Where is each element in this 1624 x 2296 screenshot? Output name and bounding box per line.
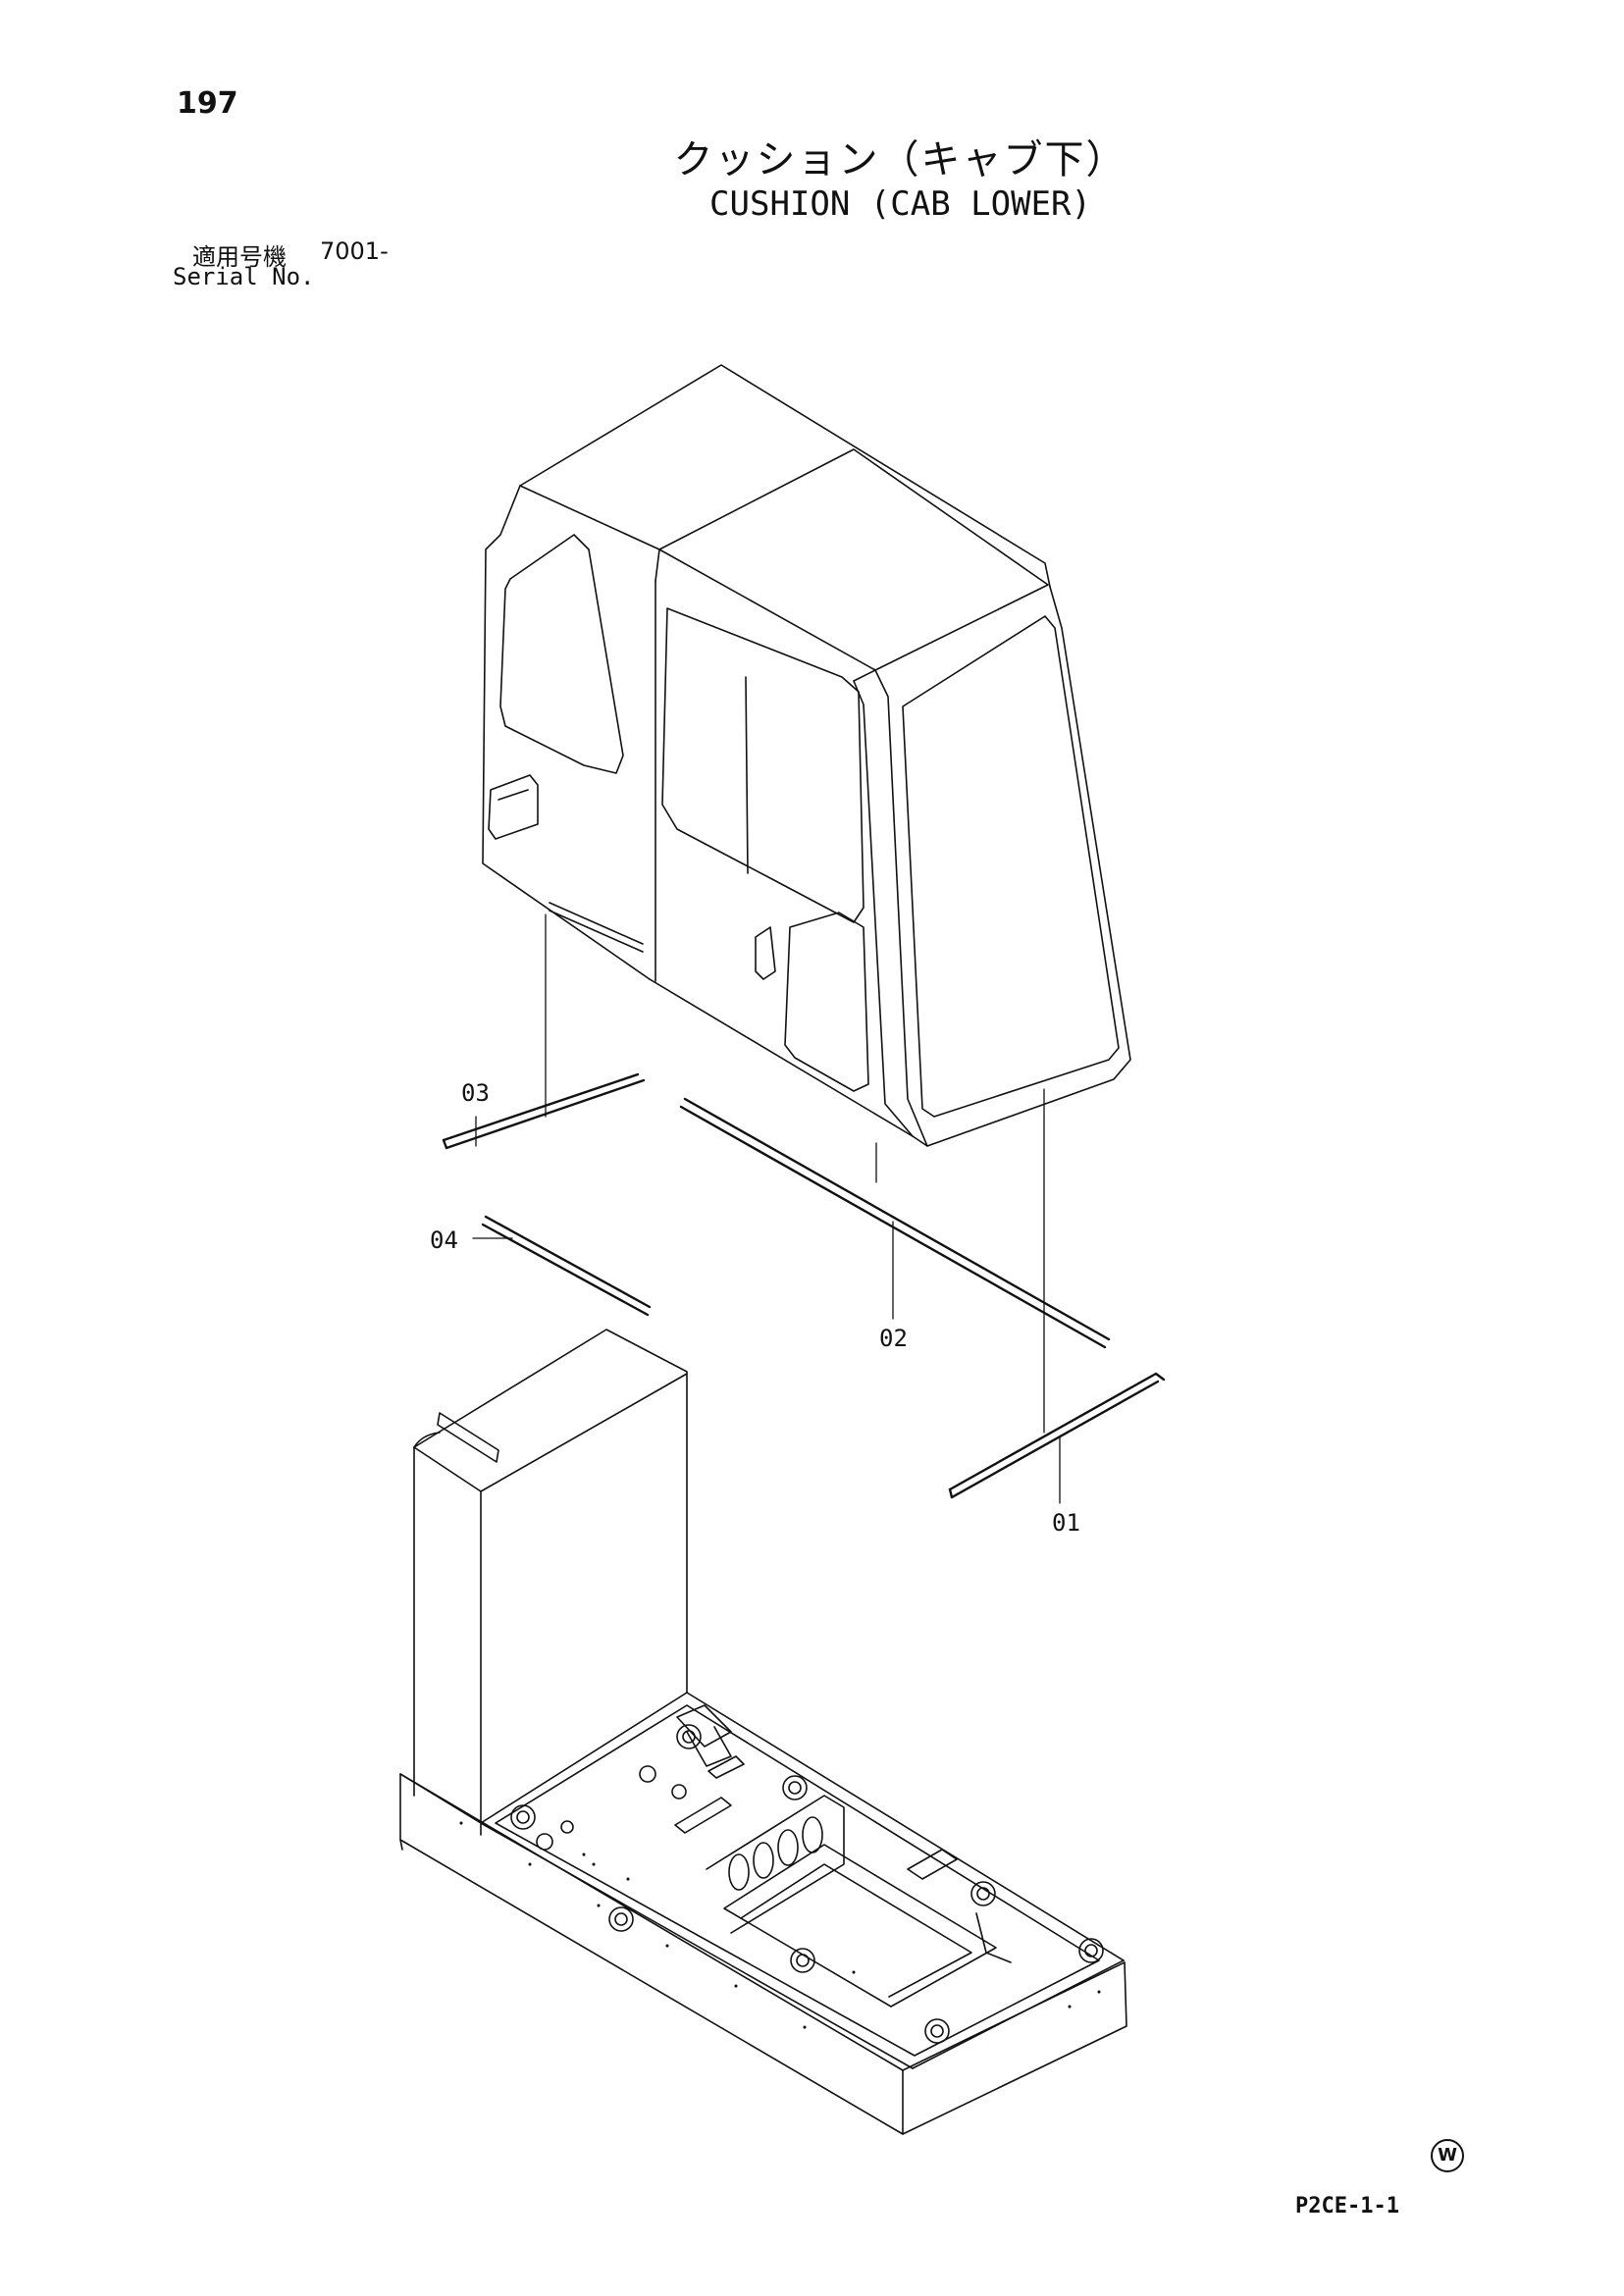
callout-04: 04 (430, 1226, 458, 1254)
leader-lines (473, 914, 1060, 1503)
w-circle-mark: W (1431, 2139, 1464, 2172)
cushion-01 (950, 1374, 1164, 1497)
cab-drawing (483, 365, 1130, 1146)
page-title-en: CUSHION (CAB LOWER) (709, 184, 1091, 224)
cushion-04 (483, 1217, 650, 1315)
serial-label-jp: 適用号機 (192, 243, 287, 271)
callout-03: 03 (461, 1079, 490, 1107)
footer-code: P2CE-1-1 (1295, 2194, 1399, 2218)
serial-label-en: Serial No. (173, 263, 315, 290)
callout-01: 01 (1052, 1509, 1080, 1537)
page-title-jp: クッション（キャブ下） (673, 137, 1127, 183)
floor-frame-drawing (400, 1330, 1126, 2134)
serial-value: 7001- (320, 237, 389, 265)
page-number: 197 (177, 86, 238, 121)
callout-02: 02 (879, 1325, 908, 1352)
